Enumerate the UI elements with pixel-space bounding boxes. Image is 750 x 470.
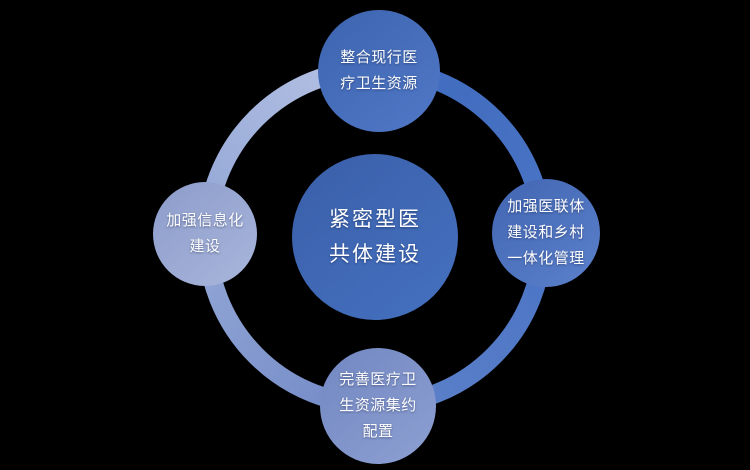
node-bottom-line: 完善医疗卫 xyxy=(339,371,417,388)
node-bottom-line: 生资源集约 xyxy=(339,397,417,414)
node-right: 加强医联体 建设和乡村 一体化管理 xyxy=(492,179,600,287)
node-left: 加强信息化 建设 xyxy=(153,182,257,286)
node-top-line: 疗卫生资源 xyxy=(340,75,418,92)
node-center: 紧密型医 共体建设 xyxy=(292,154,458,320)
node-top-line: 整合现行医 xyxy=(340,49,418,66)
node-right-line: 一体化管理 xyxy=(507,250,585,267)
node-right-line: 加强医联体 xyxy=(507,198,585,215)
node-center-line: 紧密型医 xyxy=(329,208,421,231)
node-left-line: 建设 xyxy=(189,238,221,255)
node-left-line: 加强信息化 xyxy=(166,212,244,229)
node-top: 整合现行医 疗卫生资源 xyxy=(318,10,440,132)
node-bottom: 完善医疗卫 生资源集约 配置 xyxy=(320,348,436,464)
node-right-line: 建设和乡村 xyxy=(507,224,585,241)
node-bottom-line: 配置 xyxy=(362,423,394,440)
node-center-line: 共体建设 xyxy=(329,243,421,266)
